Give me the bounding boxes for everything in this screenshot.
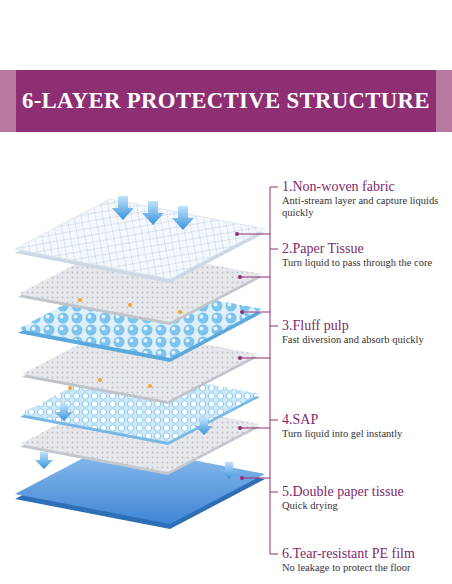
leader-dot (235, 232, 244, 480)
absorb-dots (68, 298, 182, 390)
callout-heading: 5.Double paper tissue (282, 483, 442, 500)
leader-line (237, 187, 278, 554)
callout-heading: 6.Tear-resistant PE film (282, 545, 442, 562)
title-text: 6-LAYER PROTECTIVE STRUCTURE (22, 87, 430, 115)
callout-group: 5.Double paper tissueQuick drying (282, 483, 442, 512)
callout-heading: 4.SAP (282, 411, 442, 428)
callout-heading: 2.Paper Tissue (282, 240, 442, 257)
non-woven-layer (15, 199, 265, 283)
callout-group: 6.Tear-resistant PE filmNo leakage to pr… (282, 545, 442, 574)
banner-edge (0, 70, 16, 132)
banner-edge (436, 70, 452, 132)
callout-heading: 3.Fluff pulp (282, 317, 442, 334)
callout-group: 4.SAPTurn liquid into gel instantly (282, 411, 442, 440)
callout-group: 1.Non-woven fabricAnti-stream layer and … (282, 178, 442, 219)
callout-description: No leakage to protect the floor (282, 562, 442, 574)
title-banner (0, 70, 452, 132)
callout-description: Fast diversion and absorb quickly (282, 334, 442, 346)
callout-description: Quick drying (282, 500, 442, 512)
callout-description: Anti-stream layer and capture liquids qu… (282, 195, 442, 219)
callout-group: 3.Fluff pulpFast diversion and absorb qu… (282, 317, 442, 346)
callout-heading: 1.Non-woven fabric (282, 178, 442, 195)
callout-group: 2.Paper TissueTurn liquid to pass throug… (282, 240, 442, 269)
callout-description: Turn liquid to pass through the core (282, 257, 442, 269)
flow-arrow (35, 196, 238, 479)
callout-description: Turn liquid into gel instantly (282, 428, 442, 440)
